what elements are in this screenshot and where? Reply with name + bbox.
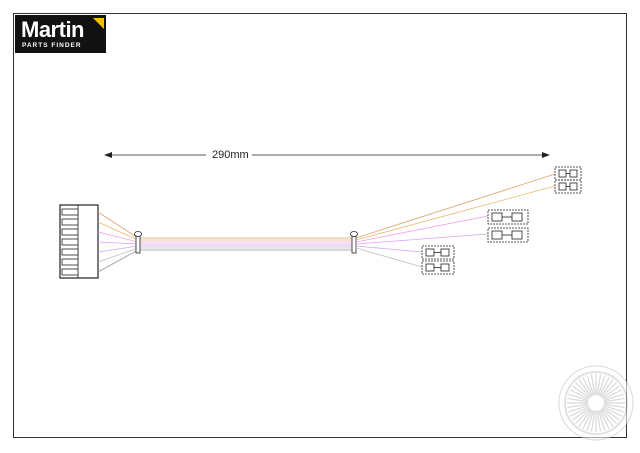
fan-watermark-icon [558,365,634,441]
wire-bundle [138,237,354,251]
terminal-connector [554,179,582,194]
watermark-ray [602,389,623,400]
watermark-ray [603,404,624,413]
watermark-ray [590,410,596,432]
watermark-ray [582,409,593,430]
wire-fan-left [97,211,139,273]
watermark-ray [603,403,625,409]
watermark-ray [596,410,602,432]
terminal-connector [421,260,455,275]
logo-flag-icon [93,18,104,29]
watermark-ray [582,376,593,397]
watermark-ray [568,393,589,402]
terminal-connector [487,227,529,243]
watermark-ray [602,406,623,417]
watermark-ray [575,408,591,424]
terminal-connector [421,245,455,260]
watermark-ray [603,393,624,402]
watermark-ray [568,404,589,413]
watermark-ray [601,382,617,398]
wire-fan-right [355,173,556,268]
logo-subtitle: PARTS FINDER [22,42,82,49]
watermark-ray [572,407,590,421]
watermark-ray [569,406,590,417]
watermark-ray [602,385,620,399]
watermark-ray [596,374,602,396]
watermark-ray [578,409,592,427]
watermark-ray [567,403,589,409]
watermark-ray [590,374,596,396]
logo-brand: Martin [21,17,85,42]
cable-tie-left [134,231,142,254]
watermark-ray [597,410,606,431]
martin-logo: Martin PARTS FINDER [15,15,106,53]
watermark-ray [572,385,590,399]
watermark-ray [602,407,620,421]
watermark-ray [601,408,617,424]
watermark-ray [575,382,591,398]
dimension-label: 290mm [210,149,251,162]
watermark-ray [578,379,592,397]
watermark-ray [586,375,595,396]
drawing-frame [13,13,627,438]
watermark-ray [597,375,606,396]
watermark-ray [599,409,610,430]
watermark-ray [586,410,595,431]
terminal-connector [554,166,582,181]
watermark-ray [600,409,614,427]
watermark-ray [567,397,589,403]
watermark-ray [603,397,625,403]
dimension-line [104,152,550,158]
watermark-ray [569,389,590,400]
main-connector [59,204,99,279]
watermark-ray [600,379,614,397]
terminal-connector [487,209,529,225]
watermark-ray [599,376,610,397]
